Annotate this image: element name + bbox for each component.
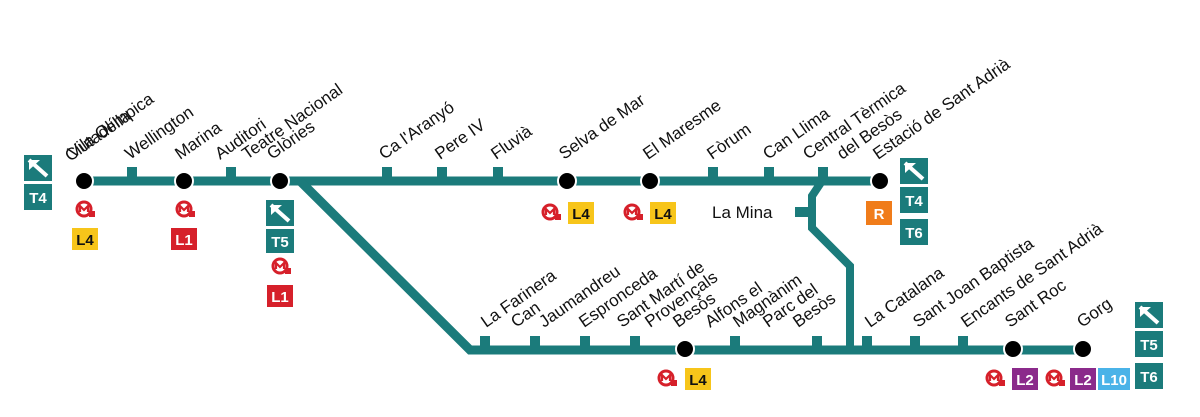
badge-l1[interactable]: L1 — [175, 232, 193, 249]
badge-l1-bg — [267, 285, 293, 307]
metro-icon — [271, 257, 293, 276]
badge-l4-bg — [650, 202, 676, 224]
label-forum[interactable]: Fòrum — [703, 120, 754, 164]
label-gorg[interactable]: Gorg — [1073, 294, 1115, 331]
badge-l4[interactable]: L4 — [76, 232, 94, 249]
badge-t5-bg — [1135, 331, 1163, 357]
badge-l1-bg — [171, 228, 197, 250]
track-connector — [808, 178, 854, 350]
tram-icon — [22, 153, 54, 183]
station-labels-top: Ciutadella Vila Olímpica Wellington Mari… — [61, 54, 1013, 165]
badge-l1[interactable]: L1 — [271, 289, 289, 306]
metro-marina: L1 — [171, 200, 197, 250]
metro-selva-de-mar: L4 — [541, 202, 594, 224]
tick-la-farinera — [480, 336, 490, 350]
metro-icon — [175, 200, 197, 219]
metro-ciutadella: L4 — [72, 200, 98, 250]
tick-alfons — [730, 336, 740, 350]
station-dot-selva-de-mar[interactable] — [557, 171, 577, 191]
tick-wellington — [127, 167, 137, 181]
badge-t5[interactable]: T5 — [271, 234, 289, 251]
badge-t4[interactable]: T4 — [905, 193, 923, 210]
tick-fluvia — [493, 167, 503, 181]
station-dot-marina[interactable] — [174, 171, 194, 191]
station-dot-el-maresme[interactable] — [640, 171, 660, 191]
tram-icon — [1133, 300, 1165, 330]
badge-l2[interactable]: L2 — [1016, 372, 1034, 389]
station-ticks — [127, 167, 968, 350]
badge-l4[interactable]: L4 — [572, 206, 590, 223]
metro-icon — [1045, 369, 1067, 388]
rodalies-estacio-sant-adria: R — [866, 201, 892, 225]
tick-can-llima — [764, 167, 774, 181]
metro-icon — [985, 369, 1007, 388]
tick-auditori — [226, 167, 236, 181]
metro-icon — [75, 200, 97, 219]
badge-l4[interactable]: L4 — [654, 206, 672, 223]
badge-l4-bg — [685, 368, 711, 390]
badge-r-bg — [866, 201, 892, 225]
station-dot-besos[interactable] — [675, 339, 695, 359]
metro-sant-roc: L2 — [985, 368, 1038, 390]
interchange-stations — [74, 171, 1093, 359]
metro-besos: L4 — [657, 368, 711, 390]
tick-espronceda — [580, 336, 590, 350]
tram-icon — [898, 156, 930, 186]
badge-t6-bg — [1135, 363, 1163, 389]
tick-can-jaumandreu — [530, 336, 540, 350]
metro-glories: L1 — [267, 257, 293, 307]
tick-encants — [958, 336, 968, 350]
station-dot-gorg[interactable] — [1073, 339, 1093, 359]
station-labels-bottom: La Farinera Can Jaumandreu Espronceda Sa… — [477, 219, 1115, 331]
tram-icon — [264, 198, 296, 228]
badge-t6-bg — [900, 219, 928, 245]
badge-t4-bg — [24, 184, 52, 210]
metro-icon — [657, 369, 679, 388]
tick-sant-joan — [910, 336, 920, 350]
label-fluvia[interactable]: Fluvià — [487, 121, 535, 163]
metro-el-maresme: L4 — [623, 202, 676, 224]
tick-sant-marti — [630, 336, 640, 350]
badge-l4-bg — [72, 228, 98, 250]
metro-icon — [623, 203, 645, 222]
tick-forum — [708, 167, 718, 181]
badge-l2-bg — [1070, 368, 1096, 390]
terminus-estacio-sant-adria: T4 T6 — [898, 156, 930, 245]
tick-central-termica — [818, 167, 828, 181]
metro-icon — [541, 203, 563, 222]
station-dot-glories[interactable] — [270, 171, 290, 191]
badge-l2[interactable]: L2 — [1074, 372, 1092, 389]
tick-la-mina — [795, 207, 809, 217]
track-south-line — [296, 177, 1085, 355]
badge-t6[interactable]: T6 — [1140, 369, 1158, 386]
terminus-ciutadella: T4 — [22, 153, 54, 210]
tick-parc-besos — [812, 336, 822, 350]
tick-ca-laranyo — [382, 167, 392, 181]
badge-l4[interactable]: L4 — [689, 372, 707, 389]
label-la-mina[interactable]: La Mina — [712, 203, 773, 222]
track-lines — [84, 176, 1085, 355]
badge-t6[interactable]: T6 — [905, 225, 923, 242]
station-dot-ciutadella[interactable] — [74, 171, 94, 191]
badge-t5-bg — [266, 229, 294, 253]
badge-l2-bg — [1012, 368, 1038, 390]
tick-pere-iv — [437, 167, 447, 181]
badge-t4[interactable]: T4 — [29, 190, 47, 207]
terminus-gorg: T5 T6 — [1133, 300, 1165, 389]
terminus-glories: T5 — [264, 198, 296, 253]
station-dot-sant-roc[interactable] — [1003, 339, 1023, 359]
badge-t5[interactable]: T5 — [1140, 337, 1158, 354]
badge-t4-bg — [900, 187, 928, 213]
metro-gorg: L2 L10 — [1045, 368, 1130, 390]
label-selva-de-mar[interactable]: Selva de Mar — [555, 90, 648, 163]
badge-r[interactable]: R — [874, 206, 885, 223]
badge-l4-bg — [568, 202, 594, 224]
badge-l10[interactable]: L10 — [1101, 372, 1127, 389]
badge-l10-bg — [1098, 368, 1130, 390]
station-dot-estacio-sant-adria[interactable] — [870, 171, 890, 191]
tick-la-catalana — [862, 336, 872, 350]
